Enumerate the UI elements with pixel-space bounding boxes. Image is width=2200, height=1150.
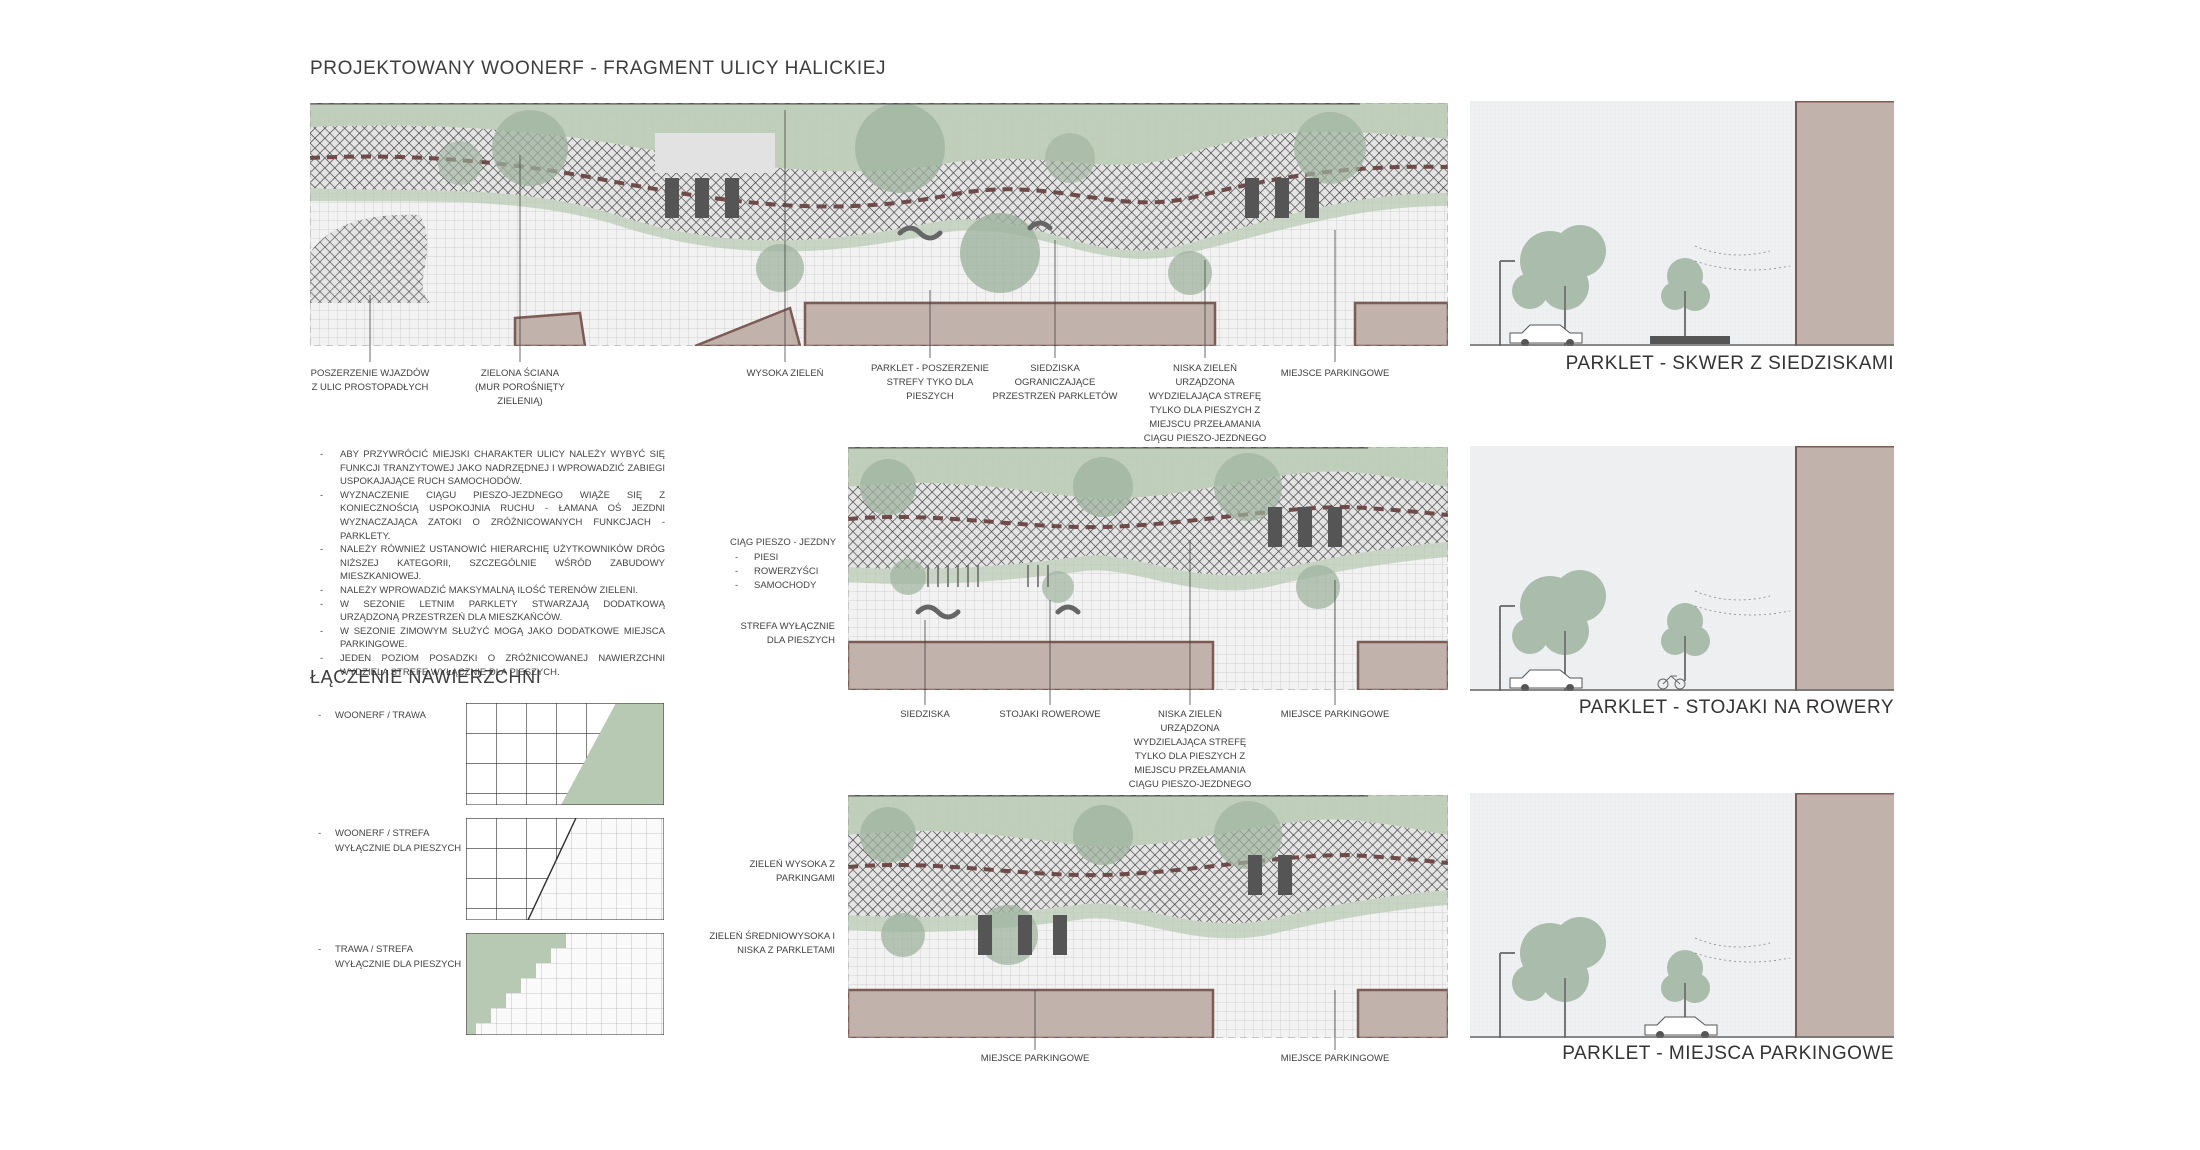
plan-middle [848, 447, 1448, 690]
note-item: W SEZONIE LETNIM PARKLETY STWARZAJĄ DODA… [320, 598, 665, 625]
label-siedziska-mid: SIEDZISKA [900, 709, 950, 720]
side-zielen-wysoka: ZIELEŃ WYSOKA Z PARKINGAMI [749, 859, 835, 884]
side-dash: - [735, 566, 739, 577]
side-zielen-sredniowysoka: ZIELEŃ ŚREDNIOWYSOKA I NISKA Z PARKLETAM… [709, 931, 835, 956]
label-miejsce-parkingowe-b2: MIEJSCE PARKINGOWE [1280, 1053, 1390, 1064]
leader-lines-bottom [1034, 990, 1336, 1050]
section-caption-parkingowe: PARKLET - MIEJSCA PARKINGOWE [1562, 1043, 1894, 1064]
plan-bottom [848, 795, 1448, 1038]
plan-top [310, 103, 1448, 346]
section-caption-skwer: PARKLET - SKWER Z SIEDZISKAMI [1565, 353, 1894, 374]
note-item: NALEŻY WPROWADZIĆ MAKSYMALNĄ ILOŚĆ TEREN… [320, 584, 665, 598]
legend-dash: - [318, 710, 322, 721]
section-parkingowe [1470, 793, 1894, 1038]
legend-label-woonerf-strefa: WOONERF / STREFA WYŁĄCZNIE DLA PIESZYCH [335, 828, 462, 854]
section-skwer [1470, 101, 1894, 346]
notes-list: ABY PRZYWRÓCIĆ MIEJSKI CHARAKTER ULICY N… [320, 448, 665, 679]
legend-label-trawa-strefa: TRAWA / STREFA WYŁĄCZNIE DLA PIESZYCH [335, 944, 462, 970]
side-heading-ciag: CIĄG PIESZO - JEZDNY [730, 537, 837, 548]
side-item-samochody: SAMOCHODY [754, 580, 817, 591]
section-stojaki [1470, 446, 1894, 691]
side-item-rowerzysci: ROWERZYŚCI [754, 566, 819, 577]
label-zielona-sciana: ZIELONA ŚCIANA (MUR POROŚNIĘTY ZIELENIĄ) [475, 368, 565, 407]
legend-swatch-woonerf-strefa [466, 818, 664, 920]
legend-dash: - [318, 828, 322, 839]
note-item: NALEŻY RÓWNIEŻ USTANOWIĆ HIERARCHIĘ UŻYT… [320, 543, 665, 584]
label-niska-zielen: NISKA ZIELEŃ URZĄDZONA WYDZIELAJĄCA STRE… [1143, 363, 1267, 444]
label-parklet-poszerzenie: PARKLET - POSZERZENIE STREFY TYKO DLA PI… [871, 363, 989, 402]
legend-dash: - [318, 944, 322, 955]
page-title: PROJEKTOWANY WOONERF - FRAGMENT ULICY HA… [310, 58, 887, 79]
side-item-piesi: PIESI [754, 552, 779, 563]
legend-label-woonerf-trawa: WOONERF / TRAWA [335, 710, 426, 721]
label-miejsce-parkingowe-b1: MIEJSCE PARKINGOWE [980, 1053, 1090, 1064]
note-item: W SEZONIE ZIMOWYM SŁUŻYĆ MOGĄ JAKO DODAT… [320, 625, 665, 652]
note-item: JEDEN POZIOM POSADZKI O ZRÓŻNICOWANEJ NA… [320, 652, 665, 679]
label-miejsce-parkingowe-mid: MIEJSCE PARKINGOWE [1280, 709, 1390, 720]
note-item: WYZNACZENIE CIĄGU PIESZO-JEZDNEGO WIĄŻE … [320, 489, 665, 543]
side-dash: - [735, 580, 739, 591]
leader-lines-middle [924, 540, 1336, 705]
label-wysoka-zielen: WYSOKA ZIELEŃ [746, 368, 824, 379]
label-siedziska: SIEDZISKA OGRANICZAJĄCE PRZESTRZEŃ PARKL… [992, 363, 1118, 402]
leader-lines-top [369, 110, 1336, 362]
surfaces-heading: ŁĄCZENIE NAWIERZCHNI [310, 667, 542, 687]
label-miejsce-parkingowe: MIEJSCE PARKINGOWE [1280, 368, 1390, 379]
label-poszerzenie: POSZERZENIE WJAZDÓW Z ULIC PROSTOPADŁYCH [310, 368, 430, 393]
label-niska-zielen-mid: NISKA ZIELEŃ URZĄDZONA WYDZIELAJĄCA STRE… [1128, 709, 1252, 790]
side-dash: - [735, 552, 739, 563]
legend-swatch-woonerf-trawa [466, 703, 664, 805]
label-stojaki-rowerowe: STOJAKI ROWEROWE [999, 709, 1101, 720]
note-item: ABY PRZYWRÓCIĆ MIEJSKI CHARAKTER ULICY N… [320, 448, 665, 489]
legend-swatch-trawa-strefa [466, 933, 664, 1035]
section-caption-stojaki: PARKLET - STOJAKI NA ROWERY [1578, 697, 1894, 718]
side-strefa-pieszych: STREFA WYŁĄCZNIE DLA PIESZYCH [740, 621, 836, 646]
